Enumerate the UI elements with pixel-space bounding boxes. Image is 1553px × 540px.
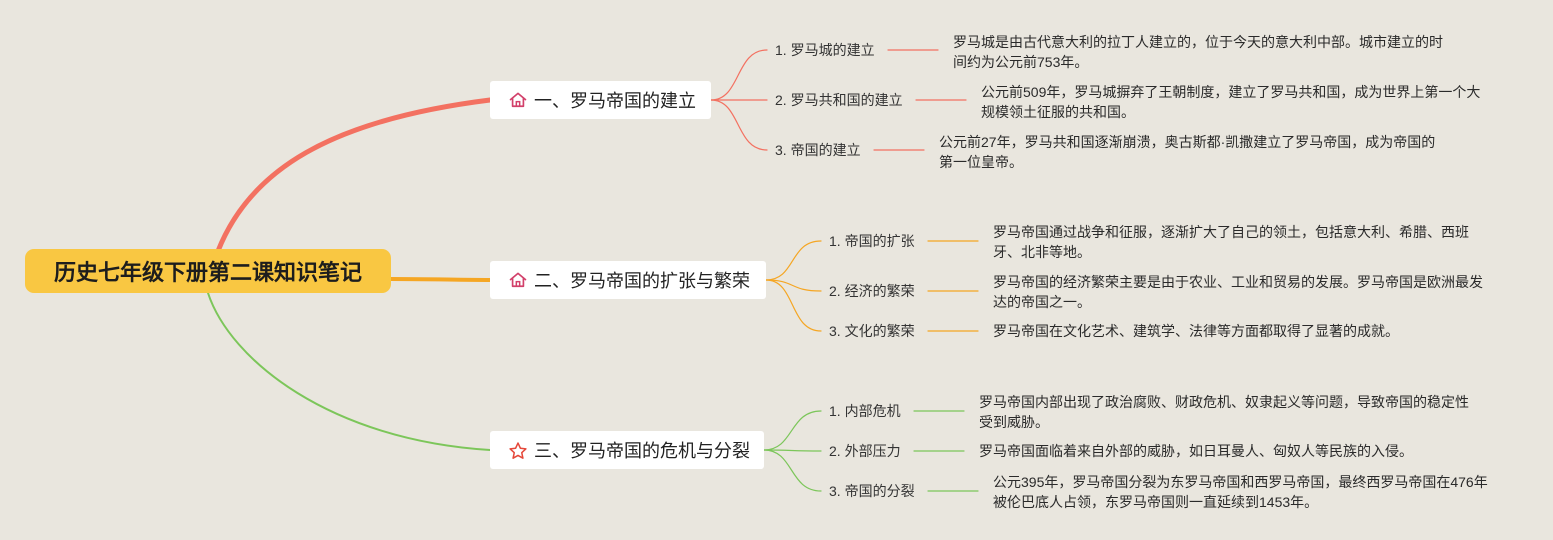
branch-line-1 [215, 97, 493, 254]
note-node[interactable]: 罗马帝国面临着来自外部的威胁，如日耳曼人、匈奴人等民族的入侵。 [979, 441, 1499, 461]
note-node[interactable]: 公元前27年，罗马共和国逐渐崩溃，奥古斯都·凯撒建立了罗马帝国，成为帝国的第一位… [939, 132, 1439, 172]
note-node[interactable]: 罗马帝国的经济繁荣主要是由于农业、工业和贸易的发展。罗马帝国是欧洲最发达的帝国之… [993, 272, 1493, 312]
home-icon [508, 90, 528, 110]
topic-connector-2-1 [765, 240, 822, 281]
section-title: 二、罗马帝国的扩张与繁荣 [534, 271, 750, 291]
topic-node[interactable]: 2. 经济的繁荣 [829, 283, 915, 299]
topic-node[interactable]: 3. 帝国的建立 [775, 142, 861, 158]
topic-node[interactable]: 2. 罗马共和国的建立 [775, 92, 903, 108]
branch-line-3 [207, 292, 491, 451]
note-line: 达的帝国之一。 [993, 294, 1091, 310]
note-node[interactable]: 罗马帝国通过战争和征服，逐渐扩大了自己的领土，包括意大利、希腊、西班牙、北非等地… [993, 222, 1493, 262]
section-node-3[interactable]: 三、罗马帝国的危机与分裂 [490, 431, 764, 469]
section-title: 三、罗马帝国的危机与分裂 [534, 441, 750, 461]
root-title: 历史七年级下册第二课知识笔记 [53, 260, 362, 285]
section-node-1[interactable]: 一、罗马帝国的建立 [490, 81, 711, 119]
note-line: 罗马帝国内部出现了政治腐败、财政危机、奴隶起义等问题，导致帝国的稳定性 [979, 394, 1469, 410]
star-icon [508, 440, 528, 460]
note-line: 罗马城是由古代意大利的拉丁人建立的，位于今天的意大利中部。城市建立的时 [953, 34, 1443, 50]
note-line: 罗马帝国面临着来自外部的威胁，如日耳曼人、匈奴人等民族的入侵。 [979, 443, 1413, 459]
section-title: 一、罗马帝国的建立 [534, 91, 696, 111]
note-node[interactable]: 公元395年，罗马帝国分裂为东罗马帝国和西罗马帝国，最终西罗马帝国在476年被伦… [993, 472, 1493, 512]
note-line: 罗马帝国通过战争和征服，逐渐扩大了自己的领土，包括意大利、希腊、西班 [993, 224, 1469, 240]
home-icon [508, 270, 528, 290]
topic-connector-2-2 [765, 279, 822, 292]
topic-node[interactable]: 1. 帝国的扩张 [829, 233, 915, 249]
note-line: 规模领土征服的共和国。 [981, 104, 1135, 120]
topic-connector-2-3 [765, 279, 822, 332]
note-node[interactable]: 罗马城是由古代意大利的拉丁人建立的，位于今天的意大利中部。城市建立的时间约为公元… [953, 32, 1453, 72]
note-line: 公元前509年，罗马城摒弃了王朝制度，建立了罗马共和国，成为世界上第一个大 [981, 84, 1481, 100]
root-node[interactable]: 历史七年级下册第二课知识笔记 [25, 249, 391, 293]
note-line: 间约为公元前753年。 [953, 54, 1089, 70]
note-line: 公元395年，罗马帝国分裂为东罗马帝国和西罗马帝国，最终西罗马帝国在476年 [993, 474, 1488, 490]
note-node[interactable]: 罗马帝国内部出现了政治腐败、财政危机、奴隶起义等问题，导致帝国的稳定性受到威胁。 [979, 392, 1489, 432]
topic-connector-1-3 [710, 99, 768, 151]
topic-connector-3-3 [763, 449, 822, 492]
topic-node[interactable]: 3. 帝国的分裂 [829, 483, 915, 499]
branch-line-2 [389, 277, 492, 282]
note-line: 牙、北非等地。 [993, 244, 1091, 260]
note-node[interactable]: 公元前509年，罗马城摒弃了王朝制度，建立了罗马共和国，成为世界上第一个大规模领… [981, 82, 1491, 122]
topic-node[interactable]: 1. 内部危机 [829, 403, 901, 419]
topic-connector-3-2 [763, 449, 822, 452]
note-line: 被伦巴底人占领，东罗马帝国则一直延续到1453年。 [993, 494, 1319, 510]
section-node-2[interactable]: 二、罗马帝国的扩张与繁荣 [490, 261, 766, 299]
note-line: 第一位皇帝。 [939, 154, 1023, 170]
note-line: 罗马帝国在文化艺术、建筑学、法律等方面都取得了显著的成就。 [993, 323, 1399, 339]
topic-node[interactable]: 3. 文化的繁荣 [829, 323, 915, 339]
note-node[interactable]: 罗马帝国在文化艺术、建筑学、法律等方面都取得了显著的成就。 [993, 321, 1513, 341]
topic-connector-3-1 [763, 410, 822, 451]
topic-node[interactable]: 2. 外部压力 [829, 443, 901, 459]
topic-node[interactable]: 1. 罗马城的建立 [775, 42, 875, 58]
note-line: 罗马帝国的经济繁荣主要是由于农业、工业和贸易的发展。罗马帝国是欧洲最发 [993, 274, 1483, 290]
note-line: 公元前27年，罗马共和国逐渐崩溃，奥古斯都·凯撒建立了罗马帝国，成为帝国的 [939, 134, 1436, 150]
topic-connector-1-1 [710, 49, 768, 101]
note-line: 受到威胁。 [979, 414, 1049, 430]
